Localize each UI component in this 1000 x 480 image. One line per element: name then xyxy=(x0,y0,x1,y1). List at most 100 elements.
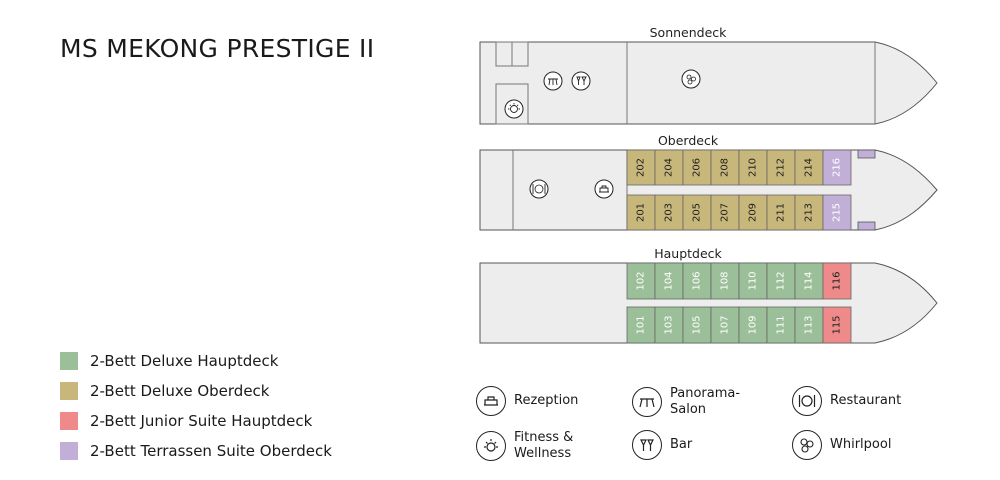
suite-cabin xyxy=(822,149,852,186)
fitness-icon xyxy=(504,99,524,119)
bar-icon xyxy=(632,430,662,460)
legend-item: 2-Bett Deluxe Oberdeck xyxy=(60,376,332,406)
legend-label: Restaurant xyxy=(830,393,902,408)
facility-legend: Rezeption Panorama- Salon Restaurant Fit… xyxy=(476,384,956,468)
suite-cabin xyxy=(822,194,852,231)
cabin-number: 208 xyxy=(720,158,731,177)
balcony xyxy=(857,221,876,231)
legend-label: Fitness & Wellness xyxy=(514,430,574,461)
cabin xyxy=(682,262,712,300)
whirlpool-icon xyxy=(681,69,701,89)
cabin xyxy=(626,149,656,186)
legend-label: 2-Bett Deluxe Hauptdeck xyxy=(90,352,279,370)
cabin xyxy=(794,194,824,231)
cabin-number: 113 xyxy=(804,315,815,334)
cabin-number: 111 xyxy=(776,315,787,334)
cabin-number: 202 xyxy=(636,158,647,177)
cabin xyxy=(682,306,712,344)
cabin-number: 215 xyxy=(832,203,843,222)
cabin-number: 211 xyxy=(776,203,787,222)
cabin-number: 110 xyxy=(748,271,759,290)
cabin-number: 112 xyxy=(776,271,787,290)
legend-label: Whirlpool xyxy=(830,437,892,452)
sonnendeck: Sonnendeck xyxy=(479,25,938,125)
legend-label: 2-Bett Terrassen Suite Oberdeck xyxy=(90,442,332,460)
cabin xyxy=(710,306,740,344)
legend-panorama: Panorama- Salon xyxy=(632,386,740,418)
legend-swatch xyxy=(60,352,78,370)
cabin-number: 207 xyxy=(720,203,731,222)
cabin xyxy=(738,262,768,300)
cabin xyxy=(794,149,824,186)
cabin-number: 108 xyxy=(720,271,731,290)
oberdeck-label: Oberdeck xyxy=(658,133,719,148)
fitness-icon xyxy=(476,431,506,461)
cabin-number: 115 xyxy=(832,315,843,334)
restaurant-icon xyxy=(529,179,549,199)
legend-item: 2-Bett Deluxe Hauptdeck xyxy=(60,346,332,376)
cabin xyxy=(738,194,768,231)
whirlpool-icon xyxy=(792,430,822,460)
cabin-number: 103 xyxy=(664,315,675,334)
suite-cabin xyxy=(822,306,852,344)
bar-icon xyxy=(571,71,591,91)
hauptdeck: Hauptdeck 102 104 106 108 110 112 114 116 101 10… xyxy=(479,246,938,344)
legend-item: 2-Bett Junior Suite Hauptdeck xyxy=(60,406,332,436)
cabin xyxy=(626,194,656,231)
legend-whirlpool: Whirlpool xyxy=(792,430,891,460)
cabin-number: 102 xyxy=(636,271,647,290)
cabin-number: 210 xyxy=(748,158,759,177)
sonnendeck-label: Sonnendeck xyxy=(650,25,728,40)
cabin-number: 114 xyxy=(804,271,815,290)
legend-label: Rezeption xyxy=(514,393,579,408)
cabin xyxy=(766,194,796,231)
oberdeck: Oberdeck 202 204 206 208 210 212 214 216 201 203… xyxy=(479,133,938,231)
reception-icon xyxy=(476,386,506,416)
cabin-number: 205 xyxy=(692,203,703,222)
cabin xyxy=(766,262,796,300)
fitness-room xyxy=(495,83,529,125)
cabin xyxy=(654,149,684,186)
lounge-icon xyxy=(632,387,662,417)
ship-title: MS MEKONG PRESTIGE II xyxy=(60,34,375,63)
legend-label: 2-Bett Deluxe Oberdeck xyxy=(90,382,270,400)
lounge-icon xyxy=(543,71,563,91)
legend-label: Panorama- Salon xyxy=(670,386,741,417)
cabin-number: 206 xyxy=(692,158,703,177)
legend-label: 2-Bett Junior Suite Hauptdeck xyxy=(90,412,313,430)
legend-label: Bar xyxy=(670,437,693,452)
cabin-number: 204 xyxy=(664,158,675,177)
cabin-number: 209 xyxy=(748,203,759,222)
cabin-number: 105 xyxy=(692,315,703,334)
cabin xyxy=(654,262,684,300)
cabin-number: 116 xyxy=(832,271,843,290)
balcony xyxy=(857,149,876,159)
legend-swatch xyxy=(60,442,78,460)
cabin xyxy=(682,194,712,231)
legend-swatch xyxy=(60,382,78,400)
legend-rezeption: Rezeption xyxy=(476,386,578,416)
cabin xyxy=(738,149,768,186)
cabin-number: 203 xyxy=(664,203,675,222)
cabin xyxy=(738,306,768,344)
cabin-number: 104 xyxy=(664,271,675,290)
cabin-legend: 2-Bett Deluxe Hauptdeck 2-Bett Deluxe Ob… xyxy=(60,346,332,466)
cabin-number: 212 xyxy=(776,158,787,177)
reception-icon xyxy=(594,179,614,199)
cabin-number: 214 xyxy=(804,158,815,177)
cabin-number: 216 xyxy=(832,158,843,177)
cabin-number: 107 xyxy=(720,315,731,334)
hauptdeck-label: Hauptdeck xyxy=(654,246,722,261)
cabin xyxy=(682,149,712,186)
legend-item: 2-Bett Terrassen Suite Oberdeck xyxy=(60,436,332,466)
legend-bar: Bar xyxy=(632,430,692,460)
cabin xyxy=(794,306,824,344)
suite-cabin xyxy=(822,262,852,300)
cabin xyxy=(654,194,684,231)
cabin-number: 101 xyxy=(636,315,647,334)
cabin-number: 201 xyxy=(636,203,647,222)
legend-swatch xyxy=(60,412,78,430)
cabin xyxy=(654,306,684,344)
cabin-number: 106 xyxy=(692,271,703,290)
